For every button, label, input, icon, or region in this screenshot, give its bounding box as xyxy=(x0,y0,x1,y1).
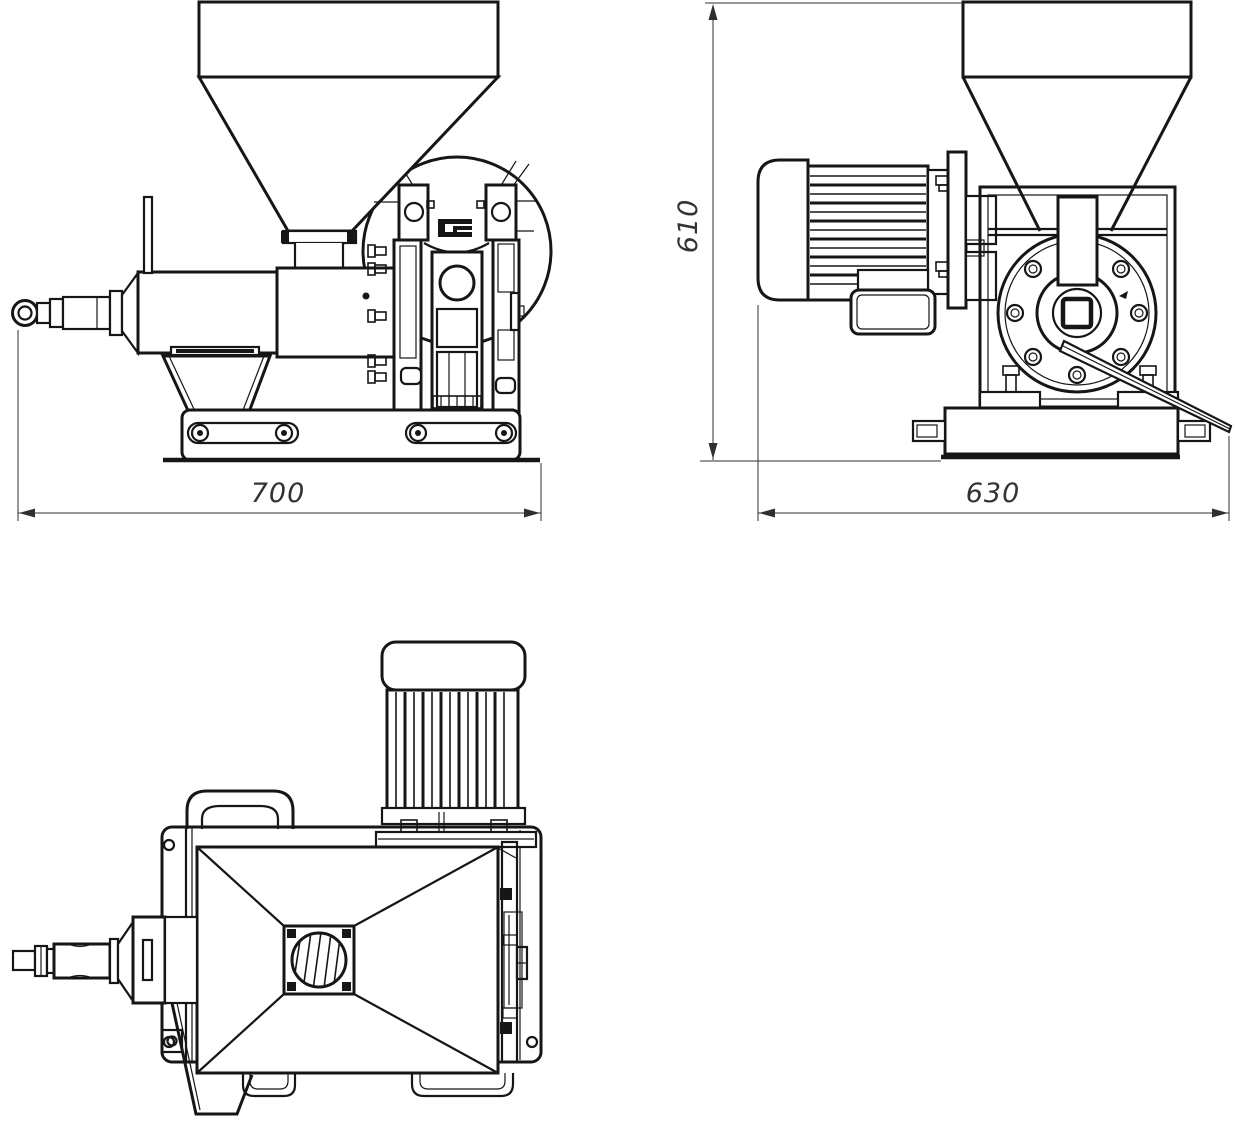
side-output-flange xyxy=(996,195,1158,394)
side-base xyxy=(911,365,1212,460)
hopper-chute-front xyxy=(1056,195,1099,287)
side-hopper xyxy=(961,0,1193,232)
dim-label-630: 630 xyxy=(966,478,1021,509)
top-handle xyxy=(185,789,295,829)
motor-flange xyxy=(946,150,968,310)
base-tab-right xyxy=(1176,419,1212,443)
dimension-side-width: 630 xyxy=(757,305,1230,521)
g-logo-cutout xyxy=(438,219,472,237)
side-base-block xyxy=(943,406,1180,456)
top-hopper xyxy=(195,845,517,1075)
front-hopper xyxy=(196,0,502,279)
base-plate xyxy=(180,408,522,462)
nozzle-ring xyxy=(11,299,39,327)
dim-label-610: 610 xyxy=(673,199,704,254)
dimension-side-height: 610 xyxy=(673,2,963,462)
motor-body-top xyxy=(385,688,520,814)
base-tab-left xyxy=(911,419,947,443)
dimension-front-width: 700 xyxy=(17,330,542,521)
top-feet xyxy=(241,1073,515,1098)
press-head-top xyxy=(131,915,167,1005)
top-gear-side xyxy=(500,840,529,1064)
top-press-nozzle xyxy=(11,915,199,1054)
frame-column-left xyxy=(392,238,423,422)
front-view xyxy=(11,0,553,463)
side-view xyxy=(756,0,1233,460)
press-cone xyxy=(120,269,140,357)
clamp-pin xyxy=(142,195,154,275)
top-view xyxy=(11,640,543,1116)
motor-foot-flange xyxy=(380,806,527,826)
square-shaft-hole xyxy=(1060,296,1094,330)
side-lever xyxy=(1058,339,1233,434)
base-slot-left xyxy=(186,421,300,445)
top-discharge-chute xyxy=(170,1002,254,1116)
press-cage xyxy=(136,270,279,355)
terminal-box xyxy=(849,288,937,336)
auger-screw xyxy=(290,931,348,989)
cage-bolts xyxy=(362,244,387,384)
front-base xyxy=(163,408,540,463)
motor-end-cap xyxy=(756,158,810,302)
top-motor xyxy=(380,640,527,833)
nozzle-flange xyxy=(108,289,124,337)
front-press-barrel xyxy=(11,195,396,359)
base-slot-right xyxy=(404,421,518,445)
frame-top-plate-right xyxy=(484,183,518,242)
side-motor xyxy=(756,150,998,336)
dimensions: 700 630 610 xyxy=(17,2,1230,521)
motor-cap-top xyxy=(380,640,527,692)
dim-label-700: 700 xyxy=(251,478,306,509)
